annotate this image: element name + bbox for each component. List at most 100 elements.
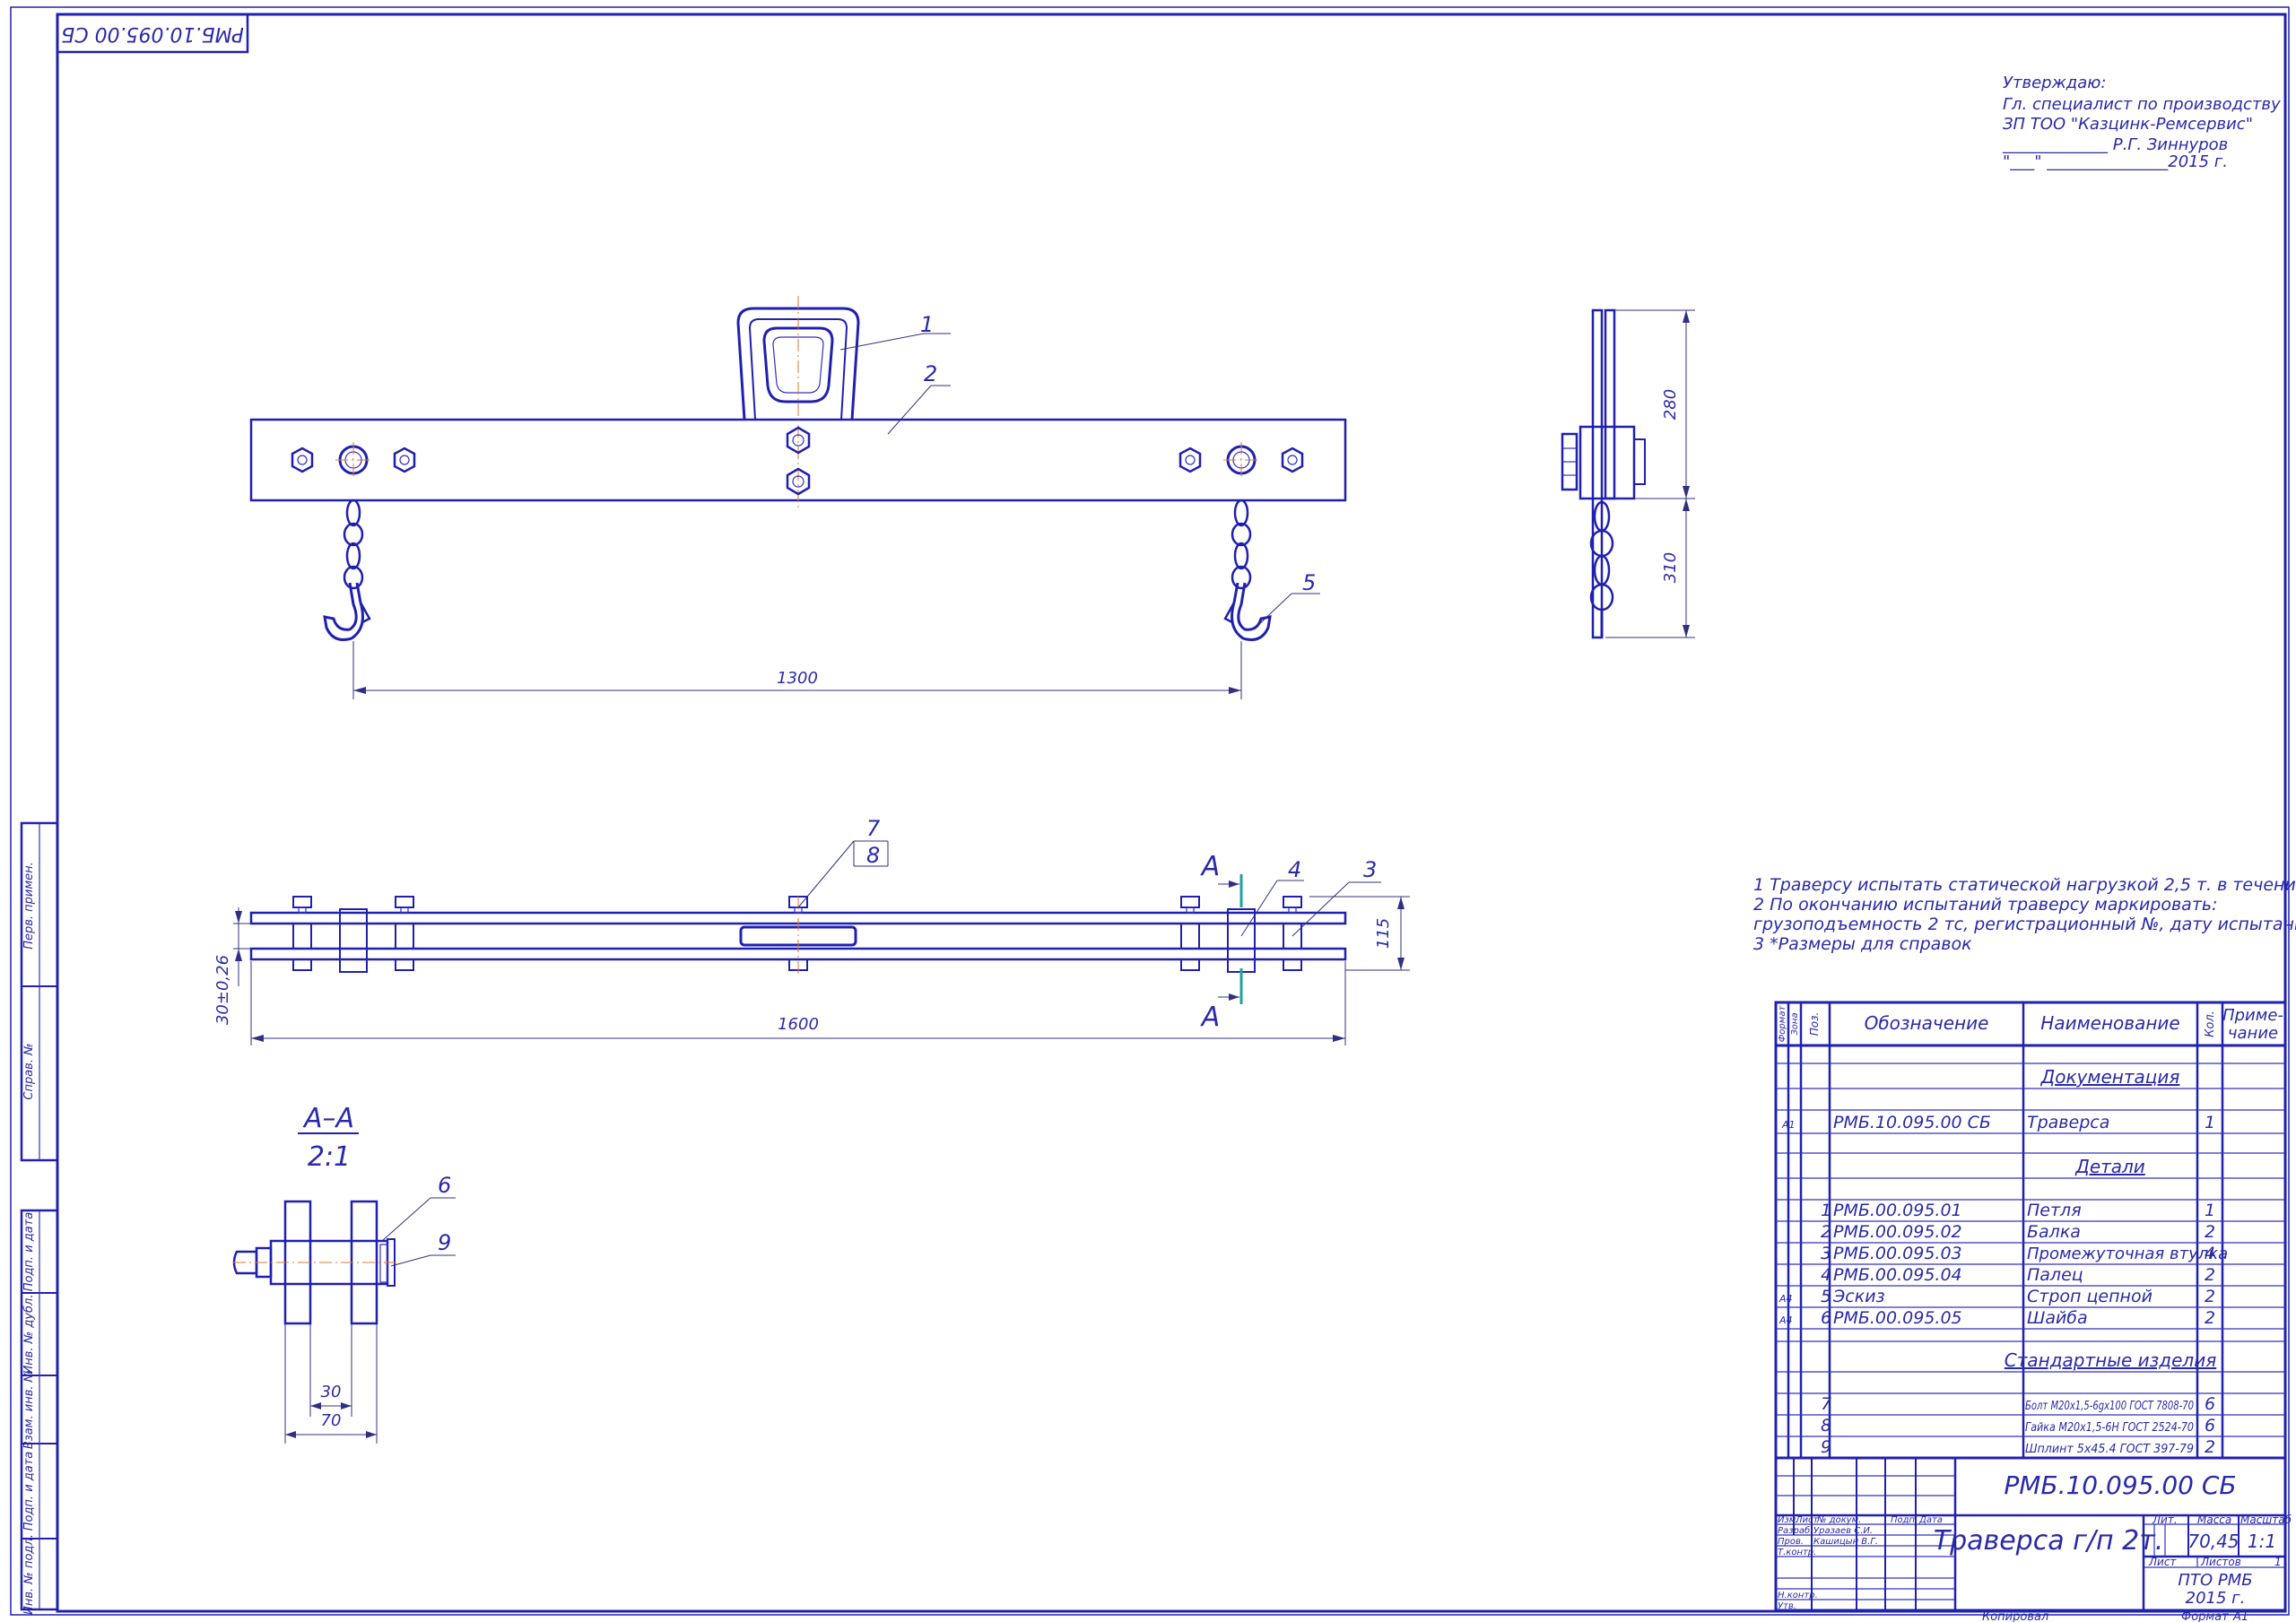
title-block: Изм. Лист № докум. Подп. Дата Разраб. Ур…	[1774, 1456, 2292, 1622]
svg-text:Петля: Петля	[2027, 1201, 2082, 1220]
svg-text:4: 4	[1821, 1265, 1831, 1285]
side-view: 280 310	[1561, 308, 1695, 639]
svg-text:5: 5	[1821, 1287, 1831, 1306]
dim-1300: 1300	[777, 669, 818, 688]
tb-year: 2015 г.	[2186, 1589, 2246, 1608]
dim-280: 280	[1661, 389, 1680, 420]
svg-text:А4: А4	[1779, 1293, 1793, 1305]
pos-3-label: 3	[1363, 857, 1377, 882]
spec-part-row: 4 РМБ.00.095.04 Палец 2	[1821, 1265, 2215, 1285]
tb-format-label: Формат	[2181, 1610, 2229, 1622]
svg-text:6: 6	[2205, 1416, 2215, 1436]
approval-line1: Утверждаю:	[2003, 74, 2106, 92]
svg-text:2: 2	[2205, 1222, 2215, 1242]
tb-mass: Масса	[2197, 1514, 2231, 1526]
tb-lit: Лит.	[2152, 1514, 2178, 1526]
svg-text:Гайка М20х1,5-6Н ГОСТ 2524-70: Гайка М20х1,5-6Н ГОСТ 2524-70	[2025, 1421, 2194, 1435]
tb-sheets: Листов	[2200, 1556, 2241, 1568]
section-mark-top: A	[1200, 851, 1221, 882]
doc-row-designation: РМБ.10.095.00 СБ	[1833, 1113, 1991, 1132]
chain-sling-left	[323, 499, 371, 641]
spec-section-docs: Документация	[2040, 1066, 2180, 1088]
svg-text:2: 2	[2205, 1308, 2215, 1328]
spec-header-format: Формат	[1778, 1005, 1787, 1043]
spec-standard-row: 9 Шплинт 5х45.4 ГОСТ 397-79 2	[1821, 1437, 2215, 1457]
svg-text:А4: А4	[1779, 1314, 1793, 1326]
dim-1600: 1600	[778, 1015, 819, 1034]
svg-text:7: 7	[1821, 1394, 1831, 1414]
spec-part-row: 1 РМБ.00.095.01 Петля 1	[1821, 1201, 2215, 1220]
svg-text:Шайба: Шайба	[2027, 1308, 2088, 1328]
spec-standard-row: 7 Болт М20х1,5-6gх100 ГОСТ 7808-70 6	[1821, 1394, 2215, 1414]
tb-code: РМБ.10.095.00 СБ	[2004, 1470, 2236, 1500]
section-mark-bottom: A	[1200, 1002, 1221, 1033]
svg-text:РМБ.00.095.05: РМБ.00.095.05	[1833, 1308, 1962, 1328]
svg-text:2: 2	[2205, 1437, 2215, 1457]
spec-part-row: А4 5 Эскиз Строп цепной 2	[1779, 1287, 2215, 1306]
spec-section-standard: Стандартные изделия	[2005, 1349, 2216, 1371]
svg-text:РМБ.00.095.04: РМБ.00.095.04	[1833, 1265, 1962, 1285]
spec-part-row: А4 6 РМБ.00.095.05 Шайба 2	[1779, 1308, 2215, 1328]
technical-notes: 1 Траверсу испытать статической нагрузко…	[1753, 875, 2296, 954]
note-2: 2 По окончанию испытаний траверсу маркир…	[1753, 895, 2218, 915]
pos-6-label: 6	[438, 1173, 451, 1198]
stamp-code: РМБ.10.095.00 СБ	[61, 22, 244, 45]
tb-razrab-name: Уразаев С.И.	[1813, 1526, 1873, 1536]
tb-copied: Копировал	[1982, 1610, 2048, 1622]
dim-115: 115	[1374, 918, 1393, 949]
left-side-stamp: Перв. примен. Справ. № Подп. и дата Инв.…	[20, 821, 59, 1615]
spec-header-pos: Поз.	[1808, 1012, 1821, 1037]
svg-text:6: 6	[2205, 1394, 2215, 1414]
tb-title: Траверса г/п 2т.	[1934, 1525, 2163, 1557]
side-stamp-perv: Перв. примен.	[22, 862, 36, 950]
svg-text:2: 2	[1821, 1222, 1831, 1242]
spec-part-row: 2 РМБ.00.095.02 Балка 2	[1821, 1222, 2215, 1242]
front-view: 1300 1 2 5	[249, 296, 1347, 699]
svg-text:4: 4	[2205, 1244, 2215, 1263]
section-title: А–А	[302, 1103, 354, 1134]
spec-header-name: Наименование	[2040, 1012, 2179, 1034]
sheet-frame	[10, 6, 2290, 1616]
spec-standard-row: 8 Гайка М20х1,5-6Н ГОСТ 2524-70 6	[1821, 1416, 2215, 1436]
side-stamp-inv-dubl: Инв. № дубл.	[22, 1295, 36, 1375]
spec-header-qty: Кол.	[2204, 1010, 2217, 1037]
svg-text:9: 9	[1821, 1437, 1831, 1457]
spec-header-zone: Зона	[1790, 1012, 1800, 1035]
tb-col-date: Дата	[1918, 1515, 1943, 1525]
tb-col-sign: Подп.	[1891, 1515, 1918, 1525]
approval-line5: "___" _______________2015 г.	[2003, 152, 2228, 171]
section-scale: 2:1	[308, 1141, 351, 1173]
dim-section-70: 70	[321, 1411, 342, 1430]
svg-text:6: 6	[1821, 1308, 1831, 1328]
pos-8-label: 8	[866, 843, 880, 868]
doc-row-qty: 1	[2205, 1113, 2215, 1132]
tb-col-izm: Изм.	[1778, 1515, 1799, 1525]
svg-text:РМБ.00.095.02: РМБ.00.095.02	[1833, 1222, 1962, 1242]
spec-section-parts: Детали	[2074, 1156, 2145, 1177]
approval-line2: Гл. специалист по производству	[2003, 95, 2281, 114]
dim-30-tol: 30±0,26	[213, 955, 232, 1025]
specification-table: Формат Зона Поз. Обозначение Наименовани…	[1774, 1001, 2287, 1460]
tb-razrab-label: Разраб.	[1778, 1525, 1813, 1536]
top-view: A A 7 8 4 3 1600 115 30±	[213, 816, 1410, 1045]
svg-text:3: 3	[1821, 1244, 1831, 1263]
approval-block: Утверждаю: Гл. специалист по производств…	[2002, 74, 2281, 171]
pos-5-label: 5	[1302, 570, 1316, 595]
svg-text:1: 1	[1821, 1201, 1831, 1220]
tb-sheet: Лист	[2148, 1556, 2177, 1568]
note-3: грузоподъемность 2 тс, регистрационный №…	[1753, 915, 2296, 934]
doc-row-name: Траверса	[2027, 1113, 2109, 1132]
side-stamp-podp2: Подп. и дата	[22, 1452, 36, 1531]
tb-prov-name: Кашицын В.Г.	[1813, 1537, 1878, 1547]
svg-text:2: 2	[2205, 1287, 2215, 1306]
svg-text:РМБ.00.095.03: РМБ.00.095.03	[1833, 1244, 1962, 1263]
pos-7-label: 7	[866, 816, 881, 841]
spec-header-designation: Обозначение	[1865, 1012, 1989, 1034]
section-a-a: А–А 2:1 6 9 30	[232, 1103, 456, 1444]
top-left-stamp: РМБ.10.095.00 СБ	[56, 13, 249, 54]
pos-4-label: 4	[1288, 857, 1301, 882]
tb-nkontr: Н.контр.	[1778, 1591, 1818, 1600]
chain-sling-right	[1223, 499, 1272, 641]
pos-9-label: 9	[438, 1230, 451, 1255]
